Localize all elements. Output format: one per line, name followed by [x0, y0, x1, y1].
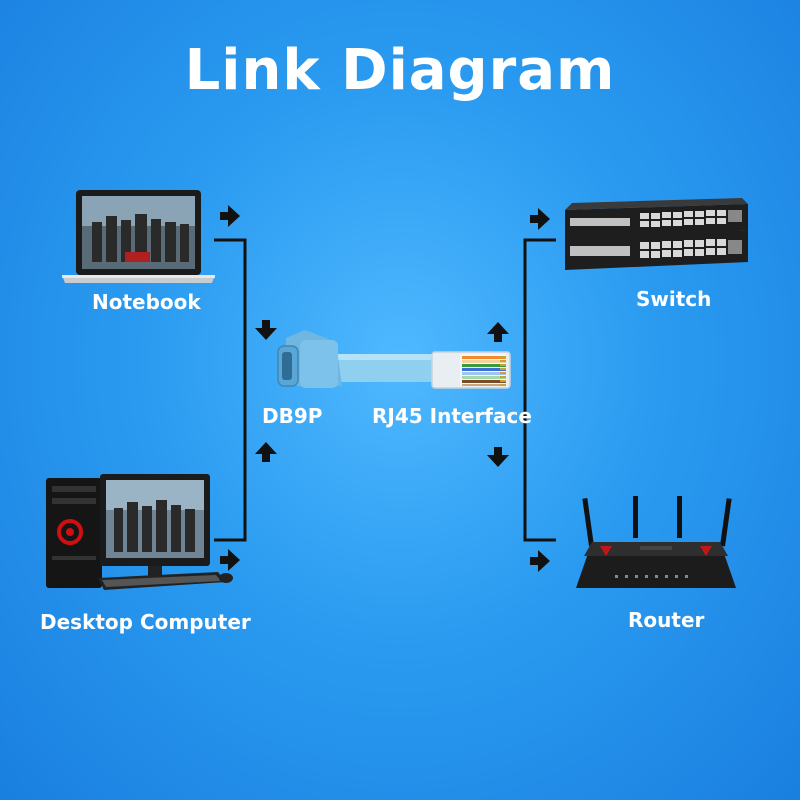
notebook-label: Notebook	[92, 290, 201, 314]
page-title: Link Diagram	[184, 38, 616, 103]
router-icon	[576, 496, 736, 588]
rj45-label: RJ45 Interface	[372, 404, 532, 428]
arrow-up-icon	[255, 442, 277, 462]
switch-label: Switch	[636, 287, 712, 311]
desktop-computer-label: Desktop Computer	[40, 610, 251, 634]
arrow-down-icon	[255, 320, 277, 340]
arrow-right-icon	[530, 208, 550, 230]
notebook-icon	[62, 190, 215, 283]
arrow-up-icon	[487, 322, 509, 342]
arrow-right-icon	[220, 549, 240, 571]
arrow-right-icon	[530, 550, 550, 572]
console-cable-icon	[277, 330, 511, 389]
arrow-down-icon	[487, 447, 509, 467]
desktop-computer-icon	[46, 474, 233, 590]
arrow-right-icon	[220, 205, 240, 227]
left-bracket-line	[214, 238, 247, 542]
rj45-plug-icon	[431, 351, 511, 389]
db9-label: DB9P	[262, 404, 323, 428]
right-bracket-line	[523, 238, 556, 542]
switch-icon	[565, 198, 748, 270]
router-label: Router	[628, 608, 705, 632]
